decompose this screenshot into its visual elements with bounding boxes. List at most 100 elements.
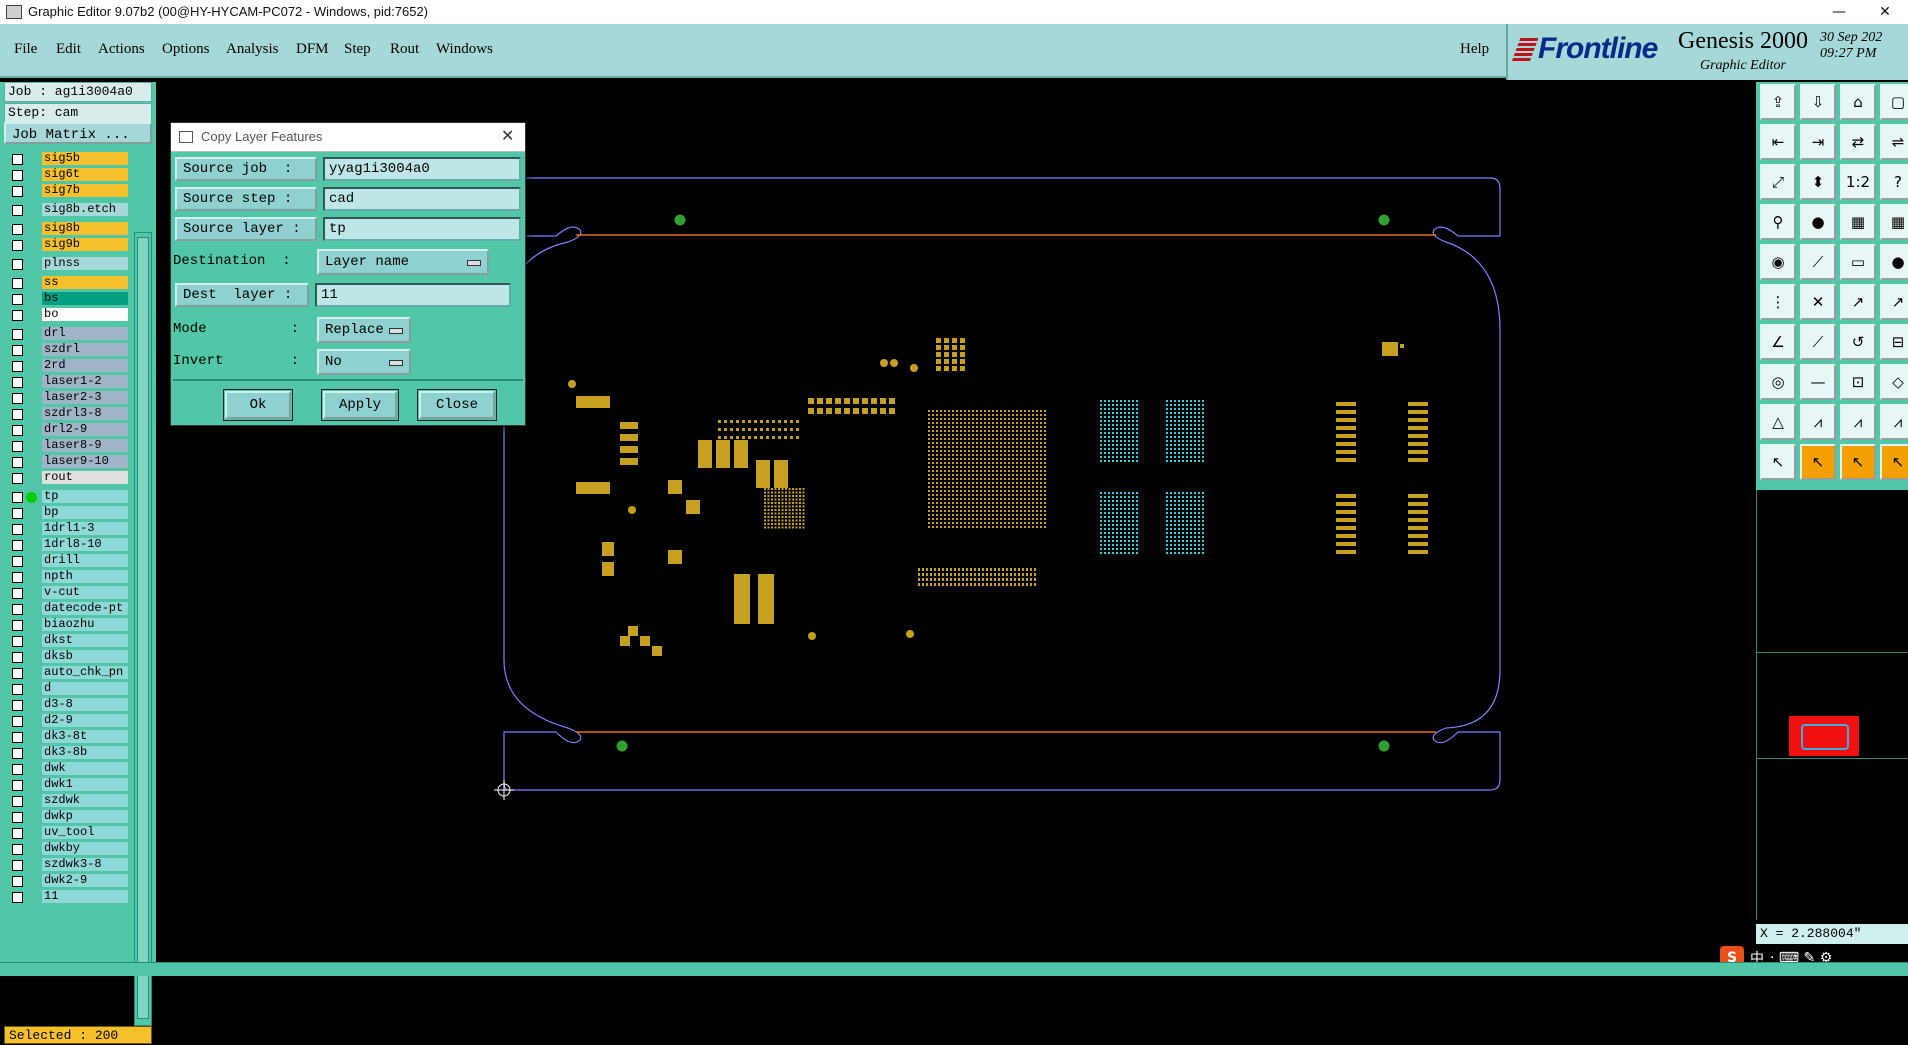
menu-analysis[interactable]: Analysis	[226, 41, 279, 57]
tool-button-2-1-icon[interactable]: ⬍	[1800, 164, 1836, 200]
apply-button[interactable]: Apply	[323, 391, 397, 419]
layer-name[interactable]: tp	[42, 490, 128, 503]
layer-name[interactable]: 1drl1-3	[42, 522, 128, 535]
menu-options[interactable]: Options	[162, 41, 210, 57]
layer-name[interactable]: drl2-9	[42, 423, 128, 436]
layer-name[interactable]: uv_tool	[42, 826, 128, 839]
layer-name[interactable]: sig5b	[42, 152, 128, 165]
tool-button-7-0-icon[interactable]: ◎	[1760, 364, 1796, 400]
layer-checkbox[interactable]	[12, 764, 23, 775]
layer-name[interactable]: laser9-10	[42, 455, 128, 468]
layer-row[interactable]: dwk2-9	[4, 874, 128, 888]
tool-button-3-3-icon[interactable]: ▦	[1880, 204, 1908, 240]
layer-name[interactable]: 11	[42, 890, 128, 903]
scrollbar-thumb[interactable]	[137, 237, 149, 1019]
layer-row[interactable]: 1drl1-3	[4, 522, 128, 536]
tool-button-1-2-icon[interactable]: ⇄	[1840, 124, 1876, 160]
layer-name[interactable]: 1drl8-10	[42, 538, 128, 551]
layer-name[interactable]: dwkp	[42, 810, 128, 823]
tool-button-2-3-icon[interactable]: ?	[1880, 164, 1908, 200]
layer-checkbox[interactable]	[12, 294, 23, 305]
layer-row[interactable]: szdwk3-8	[4, 858, 128, 872]
layer-checkbox[interactable]	[12, 186, 23, 197]
layer-checkbox[interactable]	[12, 636, 23, 647]
layer-row[interactable]: sig9b	[4, 238, 128, 252]
layer-name[interactable]: sig6t	[42, 168, 128, 181]
tool-button-2-2-icon[interactable]: 1:2	[1840, 164, 1876, 200]
source-step-field[interactable]: cad	[323, 187, 521, 211]
layer-name[interactable]: datecode-pt	[42, 602, 128, 615]
layer-name[interactable]: laser2-3	[42, 391, 128, 404]
menu-dfm[interactable]: DFM	[296, 41, 329, 57]
tool-button-5-2-icon[interactable]: ↗	[1840, 284, 1876, 320]
layer-name[interactable]: dwkby	[42, 842, 128, 855]
layer-row[interactable]: tp	[4, 490, 128, 504]
layer-checkbox[interactable]	[12, 345, 23, 356]
layer-name[interactable]: sig7b	[42, 184, 128, 197]
layer-name[interactable]: ss	[42, 276, 128, 289]
tool-button-5-1-icon[interactable]: ✕	[1800, 284, 1836, 320]
layer-name[interactable]: npth	[42, 570, 128, 583]
layer-name[interactable]: plnss	[42, 257, 128, 270]
layer-row[interactable]: plnss	[4, 257, 128, 271]
layer-checkbox[interactable]	[12, 170, 23, 181]
layer-row[interactable]: d	[4, 682, 128, 696]
layer-row[interactable]: uv_tool	[4, 826, 128, 840]
layer-name[interactable]: d	[42, 682, 128, 695]
layer-name[interactable]: bp	[42, 506, 128, 519]
tool-button-8-2-icon[interactable]: ⩘	[1840, 404, 1876, 440]
tool-button-3-0-icon[interactable]: ⚲	[1760, 204, 1796, 240]
layer-row[interactable]: drill	[4, 554, 128, 568]
layer-row[interactable]: npth	[4, 570, 128, 584]
close-button[interactable]: Close	[419, 391, 495, 419]
layer-name[interactable]: dk3-8t	[42, 730, 128, 743]
layer-checkbox[interactable]	[12, 876, 23, 887]
layer-row[interactable]: szdwk	[4, 794, 128, 808]
layer-name[interactable]: drill	[42, 554, 128, 567]
layer-scrollbar[interactable]	[134, 232, 152, 1026]
tool-button-1-3-icon[interactable]: ⇌	[1880, 124, 1908, 160]
close-window-button[interactable]: ✕	[1879, 4, 1891, 20]
layer-checkbox[interactable]	[12, 700, 23, 711]
layer-checkbox[interactable]	[12, 620, 23, 631]
overview-panel[interactable]	[1756, 490, 1908, 920]
tool-button-4-0-icon[interactable]: ◉	[1760, 244, 1796, 280]
layer-name[interactable]: dwk1	[42, 778, 128, 791]
layer-name[interactable]: szdrl3-8	[42, 407, 128, 420]
dialog-close-icon[interactable]: ✕	[501, 126, 515, 145]
layer-row[interactable]: d3-8	[4, 698, 128, 712]
layer-checkbox[interactable]	[12, 259, 23, 270]
tool-button-9-0-icon[interactable]: ↖	[1760, 444, 1796, 480]
layer-checkbox[interactable]	[12, 796, 23, 807]
layer-name[interactable]: d3-8	[42, 698, 128, 711]
layer-name[interactable]: drl	[42, 327, 128, 340]
layer-row[interactable]: sig7b	[4, 184, 128, 198]
tool-button-6-1-icon[interactable]: ⟋	[1800, 324, 1836, 360]
tool-button-0-0-icon[interactable]: ⇪	[1760, 84, 1796, 120]
layer-name[interactable]: bs	[42, 292, 128, 305]
layer-checkbox[interactable]	[12, 684, 23, 695]
layer-checkbox[interactable]	[12, 572, 23, 583]
tool-button-2-0-icon[interactable]: ⤢	[1760, 164, 1796, 200]
tool-button-6-3-icon[interactable]: ⊟	[1880, 324, 1908, 360]
layer-checkbox[interactable]	[12, 668, 23, 679]
menu-rout[interactable]: Rout	[390, 41, 420, 57]
tool-button-0-1-icon[interactable]: ⇩	[1800, 84, 1836, 120]
layer-row[interactable]: dksb	[4, 650, 128, 664]
layer-checkbox[interactable]	[12, 329, 23, 340]
tool-button-0-2-icon[interactable]: ⌂	[1840, 84, 1876, 120]
tool-button-1-0-icon[interactable]: ⇤	[1760, 124, 1796, 160]
layer-checkbox[interactable]	[12, 588, 23, 599]
layer-row[interactable]: drl2-9	[4, 423, 128, 437]
layer-checkbox[interactable]	[12, 604, 23, 615]
layer-name[interactable]: dkst	[42, 634, 128, 647]
tool-button-3-1-icon[interactable]: ●	[1800, 204, 1836, 240]
layer-name[interactable]: dwk2-9	[42, 874, 128, 887]
layer-row[interactable]: bs	[4, 292, 128, 306]
tool-button-3-2-icon[interactable]: ▦	[1840, 204, 1876, 240]
tool-button-7-3-icon[interactable]: ◇	[1880, 364, 1908, 400]
layer-checkbox[interactable]	[12, 441, 23, 452]
layer-row[interactable]: drl	[4, 327, 128, 341]
layer-row[interactable]: szdrl	[4, 343, 128, 357]
tool-button-6-2-icon[interactable]: ↺	[1840, 324, 1876, 360]
